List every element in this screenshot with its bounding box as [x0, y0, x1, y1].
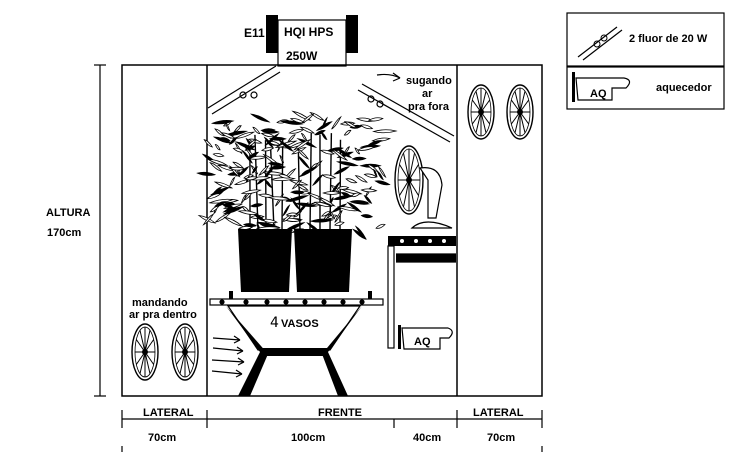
lamp-bracket-right [346, 15, 358, 53]
lamp-type-label: HQI HPS [284, 25, 333, 39]
stand-top [209, 298, 384, 306]
intake-label-1: mandando [132, 297, 188, 309]
width-lateral-left: 70cm [148, 432, 176, 444]
oscillating-fan-head-icon [394, 145, 424, 215]
heater-tag: AQ [414, 336, 431, 348]
intake-label-2: ar pra dentro [129, 309, 197, 321]
pots-count: 4 [270, 315, 279, 331]
height-title: ALTURA [46, 207, 90, 219]
exhaust-fan-icon [467, 84, 495, 140]
exhaust-arrow [376, 72, 401, 82]
exhaust-label-2: ar [422, 88, 433, 100]
lamp-box [277, 19, 347, 67]
legend-heater-label: aquecedor [656, 82, 712, 94]
height-dimension [94, 64, 106, 397]
section-lateral-left: LATERAL [143, 407, 194, 419]
bottom-dimensions [121, 410, 543, 452]
width-lateral-right: 70cm [487, 432, 515, 444]
exhaust-label-3: pra fora [408, 101, 450, 113]
exhaust-fan-icon [506, 84, 534, 140]
pot-left [238, 229, 292, 292]
exhaust-label-1: sugando [406, 75, 452, 87]
lamp-bracket-left [266, 15, 278, 53]
fluor-tube-left [207, 65, 281, 115]
room-frame [121, 64, 543, 397]
legend-heater-box [566, 66, 725, 110]
legend-fluor-label: 2 fluor de 20 W [629, 33, 708, 45]
width-extra: 40cm [413, 432, 441, 444]
stand-leg-right [322, 306, 362, 396]
section-lateral-right: LATERAL [473, 407, 524, 419]
oscillating-fan [394, 145, 453, 229]
heater-icon: AQ [572, 72, 631, 102]
stand-leg-left [226, 306, 268, 396]
shelf-unit [387, 236, 456, 349]
legend-heater-tag: AQ [590, 88, 607, 100]
section-frente: FRENTE [318, 407, 362, 419]
intake-fan-icon [131, 323, 159, 381]
height-value: 170cm [47, 227, 81, 239]
fluor-tube-icon [577, 26, 623, 61]
plant-stand: 4 VASOS [209, 291, 384, 396]
pots-label: VASOS [281, 318, 319, 330]
fluor-tube-right [357, 83, 455, 143]
plant-pots [238, 229, 352, 292]
stand-holes [219, 299, 365, 305]
width-frente: 100cm [291, 432, 325, 444]
lamp-socket-label: E11 [244, 26, 265, 40]
stand-crossbar [260, 348, 328, 356]
plants-foliage [196, 110, 398, 240]
heater-unit: AQ [398, 325, 453, 350]
intake-arrows [211, 335, 245, 378]
intake-fan-icon [171, 323, 199, 381]
lamp-fixture: E11 HQI HPS 250W [244, 15, 358, 67]
room-outline [121, 64, 543, 397]
pot-right [294, 229, 352, 292]
legend: 2 fluor de 20 W AQ aquecedor [566, 12, 725, 110]
legend-fluor-box [566, 12, 725, 67]
shelf-top [388, 236, 456, 246]
lamp-power-label: 250W [286, 49, 318, 63]
